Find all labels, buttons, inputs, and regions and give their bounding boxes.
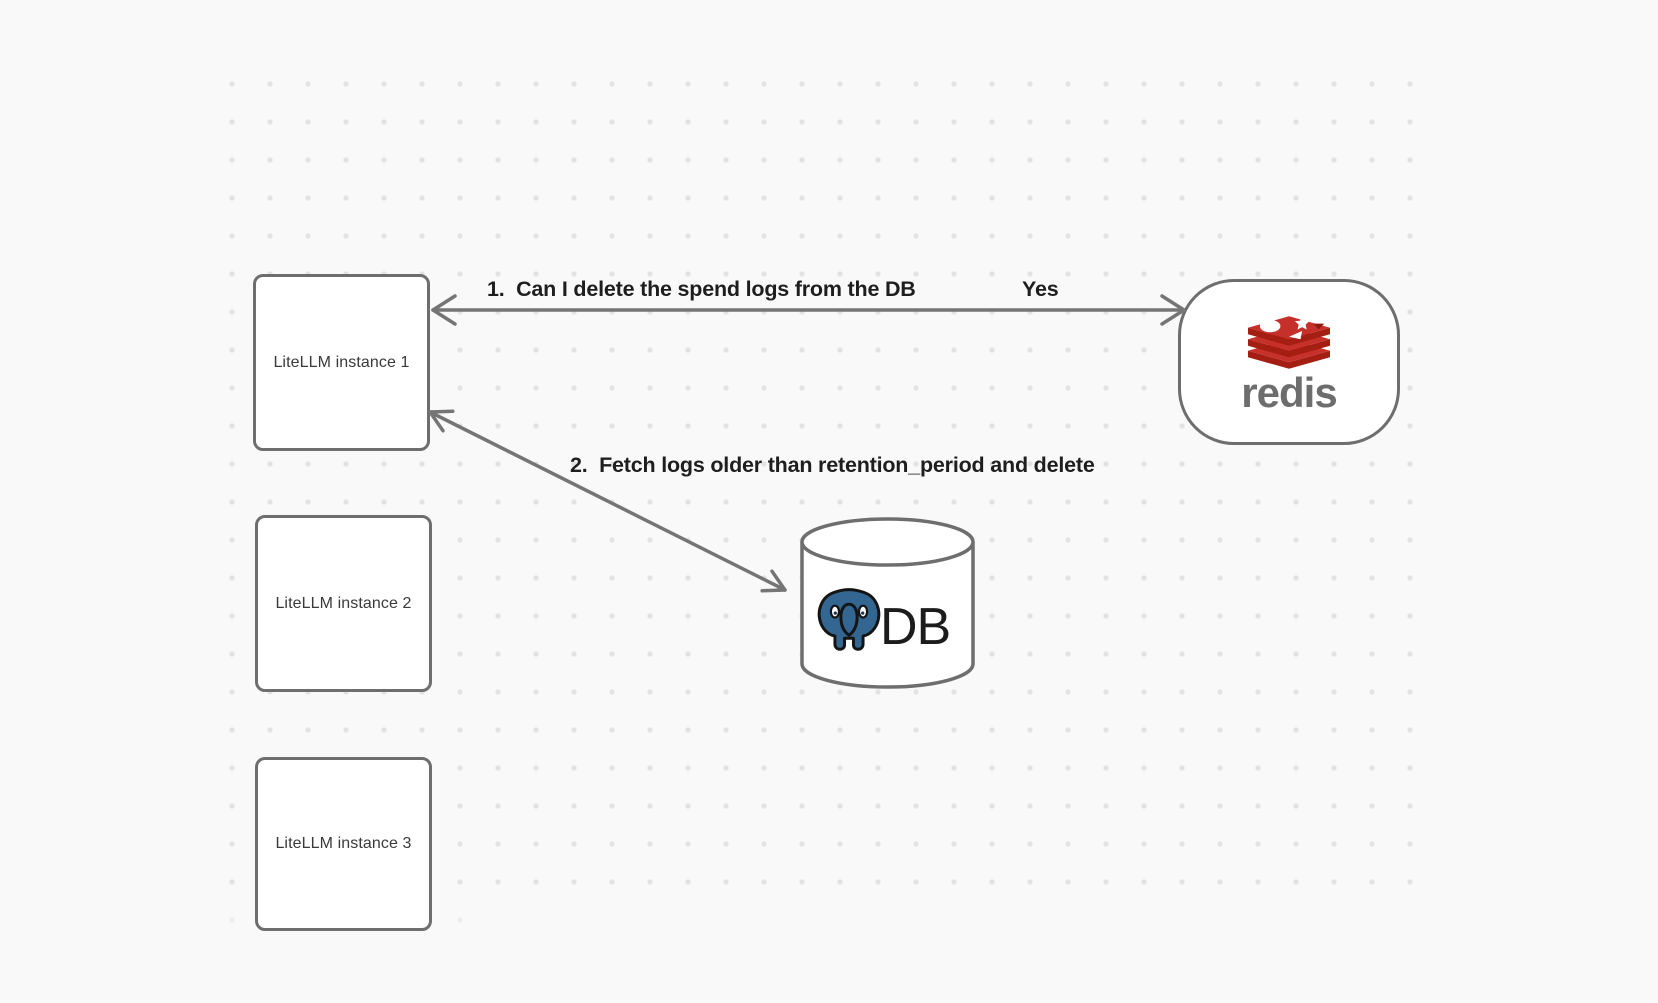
node-litellm-instance-1-label: LiteLLM instance 1 (273, 353, 410, 371)
arrow-2-head-bottom (760, 569, 787, 593)
cylinder-shape (800, 517, 975, 689)
node-litellm-instance-1[interactable]: LiteLLM instance 1 (253, 274, 430, 451)
db-label: DB (880, 598, 951, 656)
arrow-2-line[interactable] (428, 410, 787, 592)
node-litellm-instance-2[interactable]: LiteLLM instance 2 (255, 515, 432, 692)
arrow-2-head-top (428, 409, 455, 433)
arrow-1-head-right (1160, 294, 1186, 326)
node-redis[interactable]: redis (1178, 279, 1400, 445)
node-litellm-instance-3[interactable]: LiteLLM instance 3 (255, 757, 432, 931)
arrow-2-label[interactable]: 2. Fetch logs older than retention_perio… (570, 453, 1095, 477)
postgresql-elephant-icon (817, 588, 881, 651)
redis-wordmark: redis (1241, 369, 1337, 416)
arrow-1-response-label[interactable]: Yes (1022, 277, 1059, 301)
node-database-cylinder[interactable]: DB (800, 517, 975, 689)
node-litellm-instance-3-label: LiteLLM instance 3 (275, 835, 412, 852)
arrow-1-head-left (431, 294, 457, 326)
arrow-1-label[interactable]: 1. Can I delete the spend logs from the … (487, 277, 916, 301)
node-litellm-instance-2-label: LiteLLM instance 2 (275, 594, 412, 612)
redis-stack-icon (1248, 316, 1330, 369)
